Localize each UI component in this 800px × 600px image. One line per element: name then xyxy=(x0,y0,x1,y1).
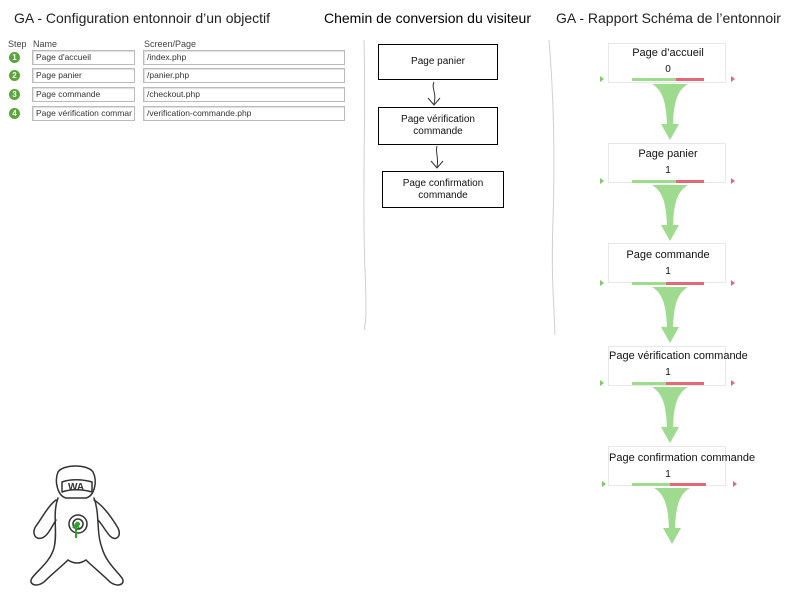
funnel-arrow-icon xyxy=(652,84,688,140)
exit-arrow-icon xyxy=(731,280,735,286)
funnel-step-value: 1 xyxy=(665,469,671,480)
path-step-box: Page vérification commande xyxy=(378,107,498,145)
path-arrow xyxy=(430,145,444,169)
section-divider xyxy=(548,40,556,335)
funnel-step-value: 1 xyxy=(665,165,671,176)
exit-arrow-icon xyxy=(731,380,735,386)
funnel-step-label: Page vérification commande xyxy=(609,350,748,362)
path-arrow xyxy=(427,81,441,106)
step-name-field[interactable] xyxy=(32,50,135,65)
entrance-arrow-icon xyxy=(602,481,606,487)
entrance-bar xyxy=(632,78,676,81)
path-step-box: Page confirmation commande xyxy=(382,171,504,208)
step-header: Step xyxy=(8,39,27,49)
funnel-step-value: 1 xyxy=(665,266,671,277)
step-name-field[interactable] xyxy=(32,106,135,121)
funnel-step: Page vérification commande 1 xyxy=(608,346,748,386)
entrance-bar xyxy=(632,180,676,183)
exit-bar xyxy=(676,78,704,81)
url-header: Screen/Page xyxy=(144,39,197,49)
funnel-arrow-icon xyxy=(652,387,688,443)
path-step-box: Page panier xyxy=(378,44,498,80)
report-title: GA - Rapport Schéma de l’entonnoir xyxy=(556,10,781,26)
step-url-field[interactable] xyxy=(143,68,345,83)
funnel-step-label: Page panier xyxy=(638,148,698,160)
exit-bar xyxy=(666,382,704,385)
funnel-step-value: 1 xyxy=(665,367,671,378)
entrance-arrow-icon xyxy=(600,380,604,386)
step-number-badge: 3 xyxy=(9,89,20,100)
section-divider xyxy=(363,40,367,330)
funnel-step-label: Page commande xyxy=(626,249,710,261)
exit-arrow-icon xyxy=(731,76,735,82)
exit-bar xyxy=(670,483,706,486)
funnel-step: Page commande 1 xyxy=(608,243,726,283)
funnel-step-label: Page d’accueil xyxy=(632,47,704,59)
mascot-badge-text: WA xyxy=(68,482,84,493)
exit-arrow-icon xyxy=(733,481,737,487)
funnel-step-value: 0 xyxy=(665,64,671,75)
funnel-arrow-icon xyxy=(654,488,690,544)
step-number-badge: 4 xyxy=(9,108,20,119)
entrance-arrow-icon xyxy=(600,178,604,184)
funnel-arrow-icon xyxy=(652,287,688,343)
funnel-step: Page confirmation commande 1 xyxy=(608,446,756,486)
step-name-field[interactable] xyxy=(32,87,135,102)
wa-mascot-illustration: WA xyxy=(30,465,124,586)
step-url-field[interactable] xyxy=(143,87,345,102)
step-url-field[interactable] xyxy=(143,106,345,121)
config-title: GA - Configuration entonnoir d’un object… xyxy=(14,10,271,26)
entrance-bar xyxy=(632,282,666,285)
path-title: Chemin de conversion du visiteur xyxy=(324,10,531,26)
step-url-field[interactable] xyxy=(143,50,345,65)
funnel-step-label: Page confirmation commande xyxy=(609,452,756,464)
exit-arrow-icon xyxy=(731,178,735,184)
funnel-step: Page d’accueil 0 xyxy=(608,43,726,83)
entrance-arrow-icon xyxy=(600,76,604,82)
funnel-arrow-icon xyxy=(652,185,688,241)
step-name-field[interactable] xyxy=(32,68,135,83)
step-number-badge: 1 xyxy=(9,52,20,63)
entrance-bar xyxy=(632,382,666,385)
entrance-arrow-icon xyxy=(600,280,604,286)
funnel-step: Page panier 1 xyxy=(608,143,726,183)
exit-bar xyxy=(676,180,704,183)
name-header: Name xyxy=(33,39,58,49)
step-number-badge: 2 xyxy=(9,70,20,81)
exit-bar xyxy=(666,282,704,285)
entrance-bar xyxy=(632,483,670,486)
